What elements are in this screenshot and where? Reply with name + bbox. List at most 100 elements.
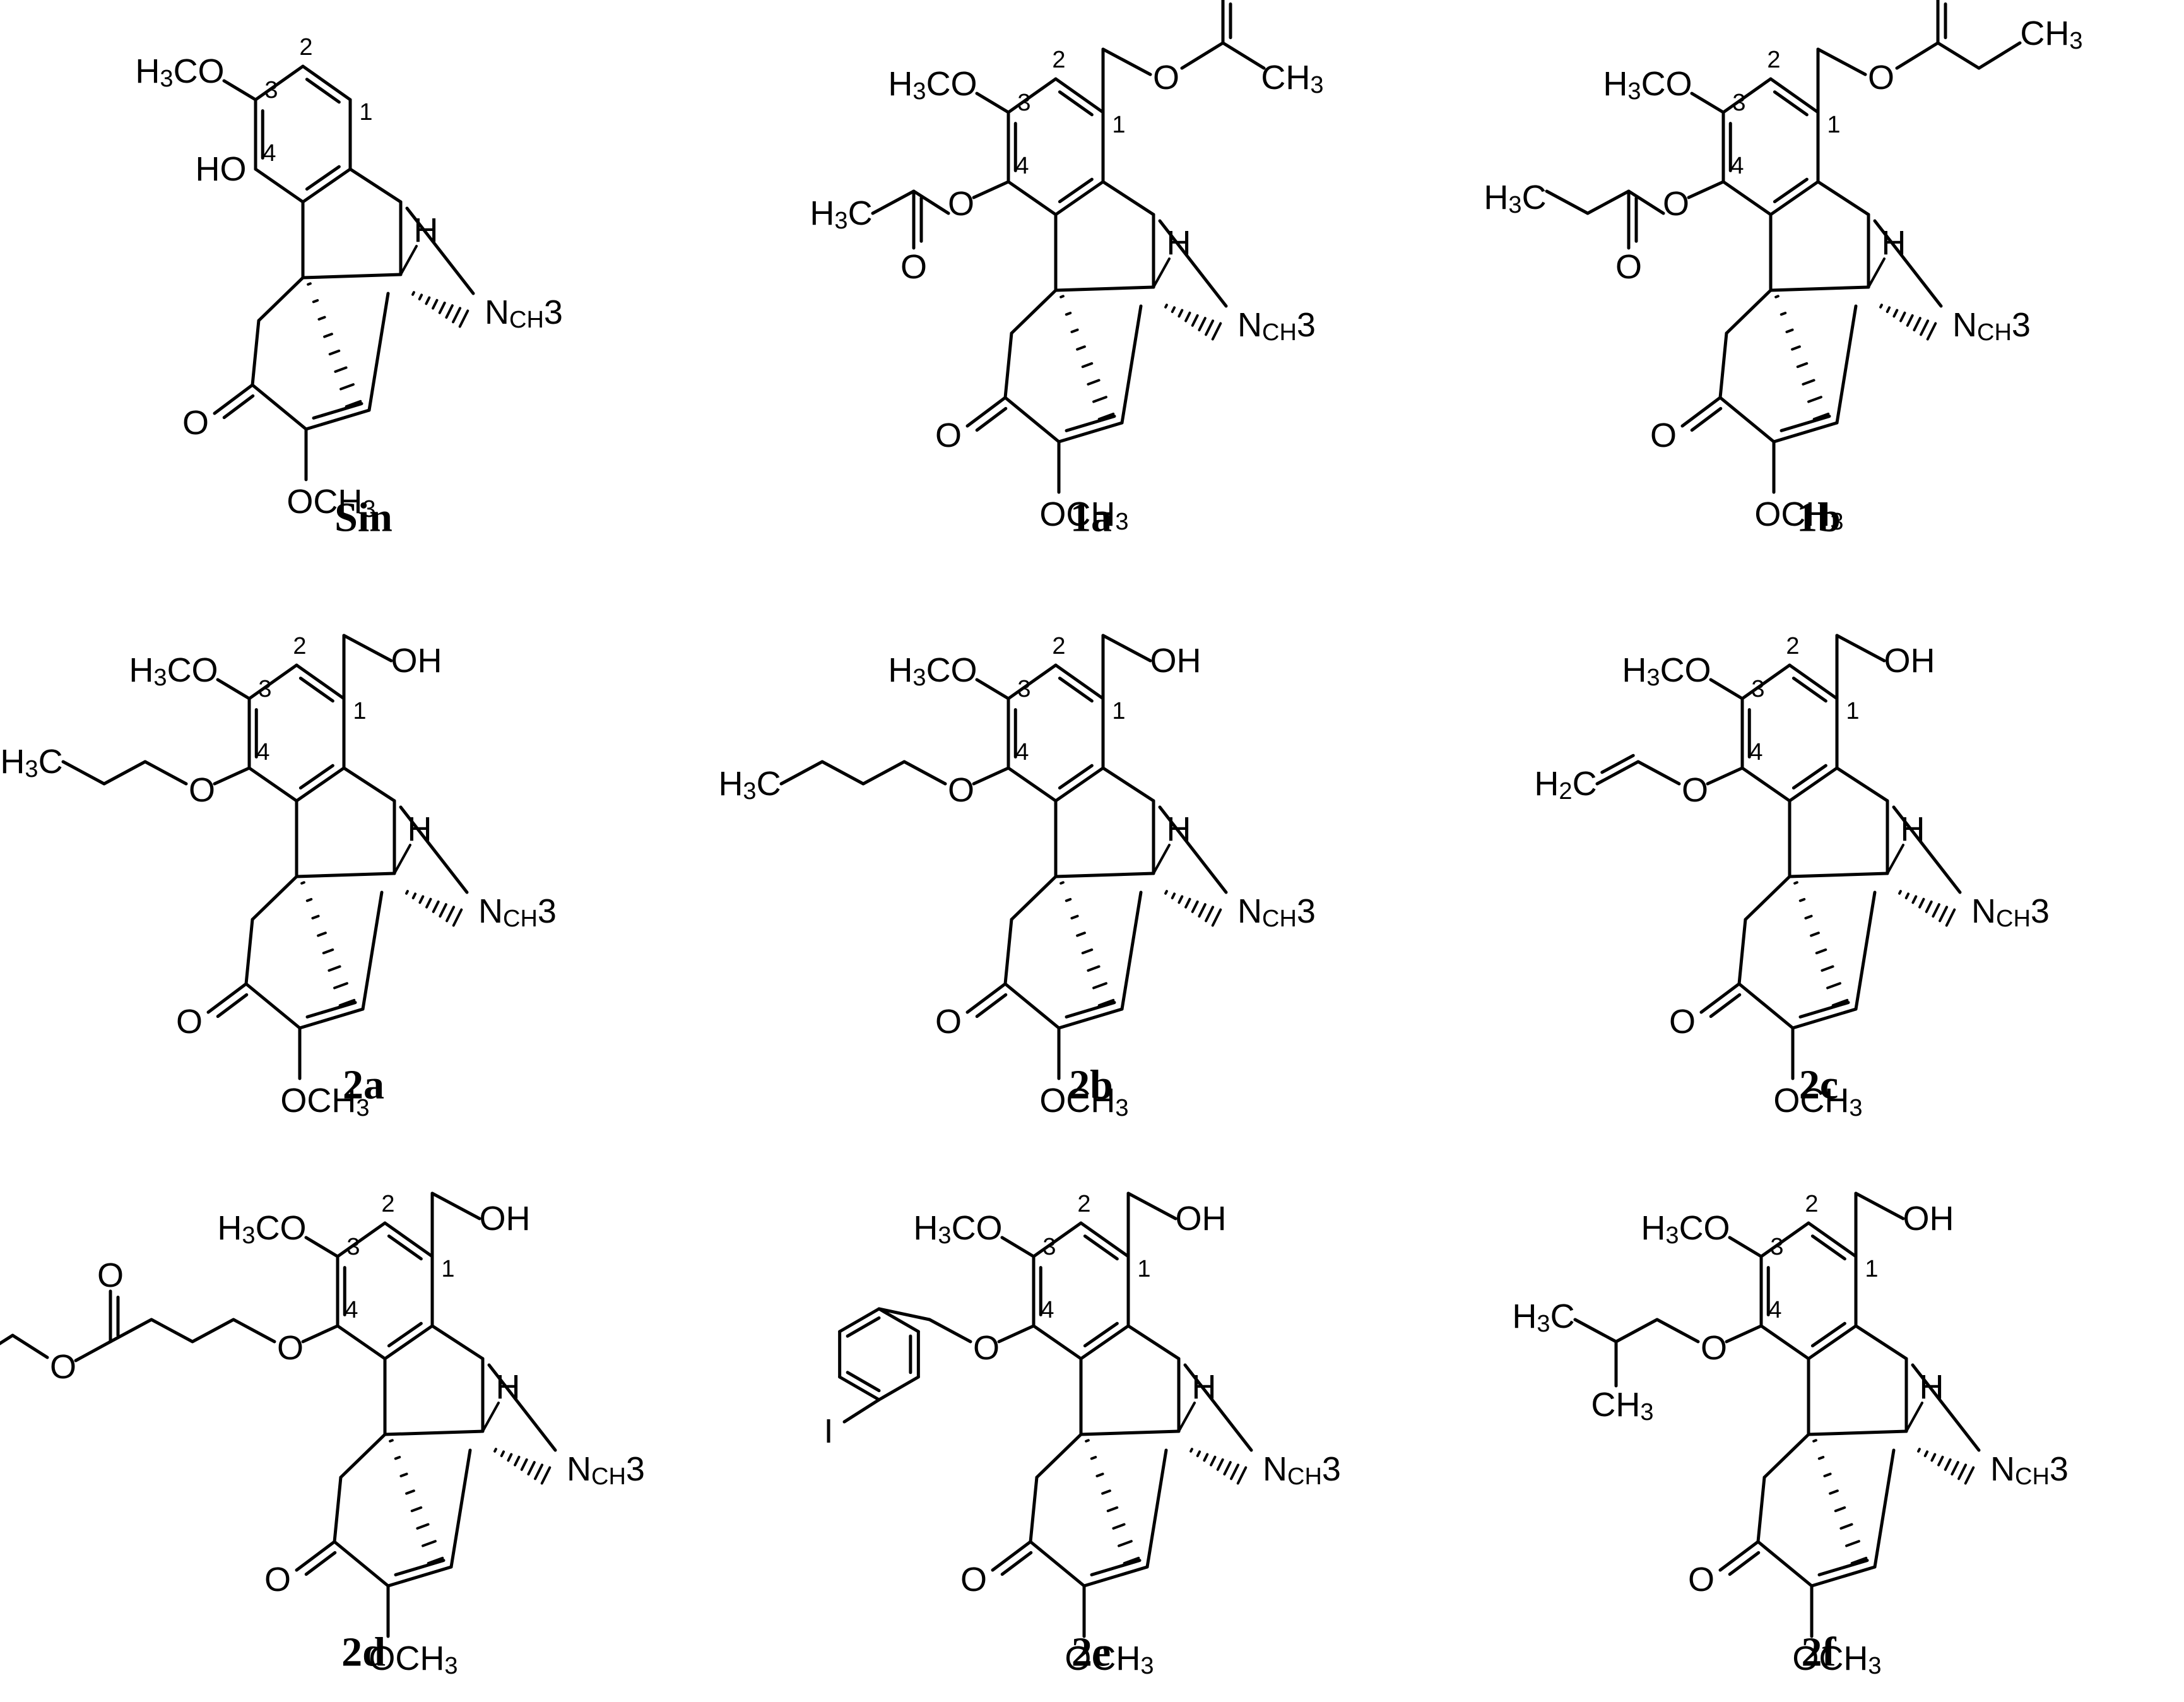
h-atom: H	[496, 1368, 521, 1406]
position-4: 4	[263, 140, 276, 167]
ester-bond	[74, 1340, 112, 1362]
position-3: 3	[1770, 1234, 1783, 1260]
hashed-bridge	[1815, 948, 1827, 955]
bond-c13-c14	[1807, 1429, 1908, 1436]
aromatic-ring-bond	[1054, 663, 1105, 700]
h-bond	[1867, 257, 1886, 288]
aromatic-inner-bond	[305, 78, 341, 104]
bond-c15	[1010, 875, 1058, 921]
bond-c9-n	[399, 805, 469, 894]
chain-end-label: H3C	[1512, 1297, 1574, 1337]
hashed-bond-n	[1236, 1466, 1248, 1485]
methoxy-label-top: H3CO	[1641, 1209, 1730, 1249]
enone-double-bond	[1772, 421, 1839, 444]
hashed-bridge	[1118, 1540, 1133, 1547]
hashed-bond-n	[458, 309, 469, 328]
aromatic-inner-bond	[1810, 1321, 1846, 1348]
bond-c4-o	[301, 1324, 339, 1344]
aromatic-ring-bond	[1740, 663, 1791, 700]
acyl-methyl-label: CH3	[2020, 15, 2082, 54]
bond-c9-n	[405, 206, 475, 295]
hashed-bridge	[334, 366, 348, 373]
chain-bond	[143, 760, 188, 786]
hashed-bridge	[399, 1472, 408, 1477]
aromatic-ring-bond	[383, 1221, 434, 1258]
ester-oxygen: O	[1153, 59, 1179, 97]
hashed-bridge	[339, 383, 355, 391]
benzyl-bond	[928, 1318, 972, 1344]
carbonyl-double-bond	[1699, 982, 1741, 1014]
aromatic-ring-bond	[301, 167, 352, 204]
carbonyl-double-bond-inner	[1000, 1551, 1033, 1576]
bond-c10	[1126, 1324, 1181, 1361]
compound-panel-1a: HOOCH3NCH3H3CO1234OOCH3OOH3C1a	[728, 0, 1455, 567]
compound-id: 2d	[341, 1629, 386, 1675]
hashed-bridge	[1070, 328, 1079, 333]
bond-h3co	[304, 1236, 339, 1258]
bond-ch2-o	[1854, 1191, 1905, 1220]
hashed-bond-n	[1164, 890, 1168, 895]
chain-bond	[820, 760, 865, 786]
bond-c10	[1835, 766, 1889, 803]
ether-oxygen: O	[973, 1329, 1000, 1367]
hashed-bridge	[328, 965, 341, 972]
hashed-bond-n	[1913, 317, 1921, 332]
aromatic-ring-bond	[1759, 1324, 1810, 1361]
bond-c4-o	[997, 1324, 1036, 1344]
hydroxyl-label: OH	[1150, 642, 1201, 680]
chain-end-label: H3C	[0, 743, 62, 783]
aromatic-ring-bond	[1006, 180, 1058, 216]
methoxy-label-bottom: OCH3	[286, 483, 375, 523]
hashed-bond-n	[1205, 319, 1215, 336]
vinyl-label: H2C	[1534, 765, 1597, 805]
position-3: 3	[1732, 90, 1745, 116]
bridge-bond	[1120, 890, 1143, 1011]
carbonyl-double-bond-inner	[304, 1551, 337, 1576]
aromatic-ring-bond	[1769, 180, 1820, 216]
bond-h3co	[1728, 1236, 1763, 1258]
aromatic-ring-bond	[1032, 1324, 1083, 1361]
ester-bond	[1895, 41, 1940, 70]
carbonyl-double-bond	[991, 1540, 1032, 1572]
bridge-bond	[1120, 304, 1143, 425]
bond-c15	[1725, 288, 1773, 335]
hashed-bridge	[1076, 345, 1086, 351]
hashed-bridge	[1791, 345, 1801, 351]
hashed-bond-n	[1879, 304, 1883, 309]
hashed-bridge	[1097, 998, 1115, 1007]
aromatic-ring-bond	[301, 64, 352, 102]
hashed-bridge	[1092, 396, 1107, 403]
enone-double-bond	[386, 1565, 453, 1588]
hashed-bridge	[422, 1540, 437, 1547]
hashed-bond-n	[452, 307, 462, 324]
hashed-bridge	[1090, 1455, 1097, 1460]
bond-c6	[333, 1540, 390, 1588]
bond-h3co	[216, 678, 251, 700]
hashed-bond-n	[1171, 892, 1176, 900]
carbonyl-double-bond-inner	[1690, 406, 1723, 432]
n-methyl-label: NCH3	[1237, 892, 1316, 932]
aromatic-ring-bond	[1740, 766, 1791, 803]
hashed-bond-n	[1196, 1450, 1201, 1458]
ester-bond	[1180, 41, 1225, 70]
hashed-bridge	[322, 948, 334, 955]
hashed-bridge	[1106, 1506, 1119, 1513]
aromatic-ring-bond	[254, 64, 305, 102]
ketone-oxygen: O	[1669, 1003, 1696, 1041]
acyl-bond	[1221, 41, 1266, 70]
chain-bond	[1655, 1318, 1700, 1344]
hashed-bond-n	[534, 1463, 544, 1480]
h-bond	[1178, 1402, 1196, 1433]
hashed-bond-n	[1920, 319, 1930, 336]
position-3: 3	[1751, 676, 1764, 702]
hashed-bridge	[1812, 1439, 1817, 1443]
chain-bond	[232, 1318, 276, 1344]
ketone-oxygen: O	[1688, 1561, 1715, 1599]
bond-h3co	[1690, 92, 1725, 114]
aromatic-inner-bond	[1791, 764, 1827, 790]
bond-c15	[257, 276, 305, 322]
